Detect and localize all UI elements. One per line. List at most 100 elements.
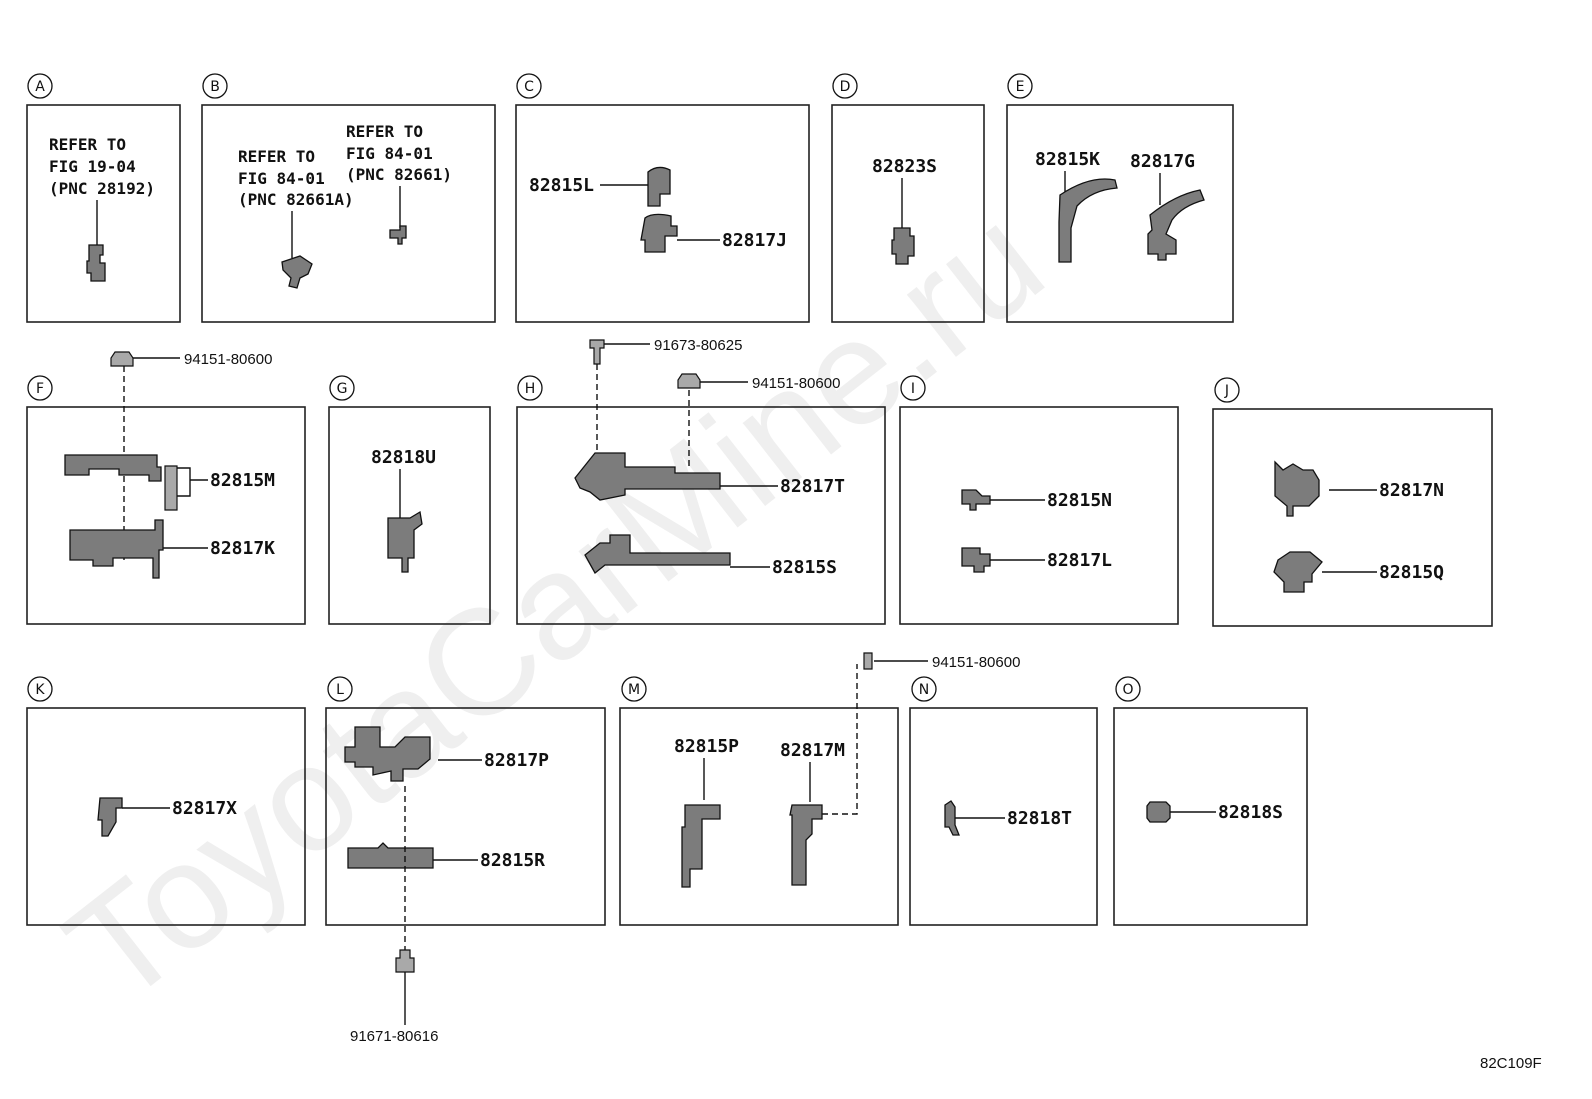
part-label-82817N: 82817N bbox=[1379, 480, 1444, 501]
panel-b-badge bbox=[202, 73, 228, 99]
panel-h-badge bbox=[517, 375, 543, 401]
panel-b-ref-right-line2: FIG 84-01 bbox=[346, 144, 433, 163]
panel-b-ref-right-line1: REFER TO bbox=[346, 122, 423, 141]
fastener-91673-80625 bbox=[589, 339, 605, 365]
panel-b-part-left bbox=[281, 255, 313, 289]
panel-f: F 94151-80600 82815M 82817K bbox=[26, 351, 306, 625]
panel-b-ref-left-line1: REFER TO bbox=[238, 147, 315, 166]
panel-g-letter: G bbox=[337, 381, 348, 397]
panel-n-letter: N bbox=[919, 682, 929, 698]
panel-e-frame bbox=[1006, 104, 1234, 323]
panel-k-badge bbox=[27, 676, 53, 702]
part-label-82818S: 82818S bbox=[1218, 802, 1283, 823]
part-82818T bbox=[944, 800, 960, 836]
part-label-82815M: 82815M bbox=[210, 470, 275, 491]
panel-g-frame bbox=[328, 406, 491, 625]
panel-a-letter: A bbox=[35, 79, 45, 95]
panel-i-badge bbox=[900, 375, 926, 401]
panel-i-letter: I bbox=[911, 381, 915, 397]
panel-c-badge bbox=[516, 73, 542, 99]
fastener-label-f: 94151-80600 bbox=[184, 351, 272, 368]
part-82817T bbox=[574, 452, 721, 501]
panel-k-frame bbox=[26, 707, 306, 926]
part-82818U bbox=[387, 510, 423, 573]
part-82823S bbox=[891, 227, 915, 265]
part-82815S bbox=[584, 534, 731, 574]
panel-e: E 82815K 82817G bbox=[1006, 73, 1234, 323]
panel-o-frame bbox=[1113, 707, 1308, 926]
panel-b-frame bbox=[201, 104, 496, 323]
part-82817M bbox=[789, 804, 823, 886]
part-label-82818U: 82818U bbox=[371, 447, 436, 468]
panel-c: C 82815L 82817J bbox=[515, 73, 810, 323]
panel-k: K 82817X bbox=[26, 676, 306, 926]
panel-k-letter: K bbox=[35, 682, 45, 698]
panel-m-letter: M bbox=[628, 682, 640, 698]
panel-g: G 82818U bbox=[328, 375, 491, 625]
panel-a-ref-line1: REFER TO bbox=[49, 135, 126, 154]
panel-h-letter: H bbox=[525, 381, 536, 397]
part-82815P bbox=[681, 804, 721, 888]
panel-d-badge bbox=[832, 73, 858, 99]
panel-n: N 82818T bbox=[909, 676, 1098, 926]
part-label-82815L: 82815L bbox=[529, 175, 594, 196]
part-82815R bbox=[347, 842, 434, 869]
part-label-82815Q: 82815Q bbox=[1379, 562, 1444, 583]
part-82817K bbox=[69, 519, 164, 579]
panel-d-frame bbox=[831, 104, 985, 323]
part-label-82817P: 82817P bbox=[484, 750, 549, 771]
part-label-82817L: 82817L bbox=[1047, 550, 1112, 571]
part-82817J bbox=[640, 213, 678, 253]
part-label-82823S: 82823S bbox=[872, 156, 937, 177]
panel-e-letter: E bbox=[1016, 79, 1025, 95]
fastener-label-94151-h: 94151-80600 bbox=[752, 375, 840, 392]
part-label-82817T: 82817T bbox=[780, 476, 845, 497]
part-label-82817J: 82817J bbox=[722, 230, 787, 251]
part-label-82817G: 82817G bbox=[1130, 151, 1195, 172]
panel-a-frame bbox=[26, 104, 181, 323]
part-82815M bbox=[64, 454, 162, 482]
panel-n-frame bbox=[909, 707, 1098, 926]
panel-i-frame bbox=[899, 406, 1179, 625]
panel-m: M 82815P 82817M 94151-80600 bbox=[619, 652, 1020, 926]
panel-a-part bbox=[86, 244, 106, 282]
panel-j: J 82817N 82815Q bbox=[1212, 377, 1493, 627]
part-label-82815K: 82815K bbox=[1035, 149, 1100, 170]
fastener-label-91671: 91671-80616 bbox=[350, 1028, 438, 1045]
fastener-94151-80600-m bbox=[863, 652, 873, 670]
panel-m-frame bbox=[619, 707, 899, 926]
part-82817P bbox=[344, 726, 431, 782]
panel-n-badge bbox=[911, 676, 937, 702]
panel-l-letter: L bbox=[336, 682, 344, 698]
panel-f-letter: F bbox=[36, 381, 44, 397]
part-label-82817K: 82817K bbox=[210, 538, 275, 559]
part-label-82817M: 82817M bbox=[780, 740, 845, 761]
panel-a: A REFER TO FIG 19-04 (PNC 28192) bbox=[26, 73, 181, 323]
panel-d: D 82823S bbox=[831, 73, 985, 323]
panel-m-badge bbox=[621, 676, 647, 702]
panel-i: I 82815N 82817L bbox=[899, 375, 1179, 625]
dash-line-m bbox=[822, 664, 858, 815]
part-82815N bbox=[961, 489, 991, 511]
panel-d-letter: D bbox=[840, 79, 851, 95]
part-82815M-clip bbox=[164, 465, 178, 511]
fastener-91671-80616 bbox=[395, 949, 415, 973]
part-82818S bbox=[1146, 801, 1171, 823]
part-82817L bbox=[961, 547, 991, 573]
fastener-label-94151-m: 94151-80600 bbox=[932, 654, 1020, 671]
figure-code: 82C109F bbox=[1480, 1055, 1542, 1072]
panel-f-frame bbox=[26, 406, 306, 625]
panel-l-badge bbox=[327, 676, 353, 702]
panel-c-letter: C bbox=[524, 79, 534, 95]
panel-b: B REFER TO FIG 84-01 (PNC 82661A) REFER … bbox=[201, 73, 496, 323]
bracket-82815M bbox=[177, 467, 191, 497]
part-label-82815R: 82815R bbox=[480, 850, 545, 871]
part-label-82815S: 82815S bbox=[772, 557, 837, 578]
panel-h-frame bbox=[516, 406, 886, 625]
part-82815K bbox=[1058, 178, 1118, 263]
panel-o-badge bbox=[1115, 676, 1141, 702]
panel-h: H 91673-80625 94151-80600 82817T 82815S bbox=[516, 337, 886, 625]
fastener-94151-80600-h bbox=[677, 373, 701, 389]
panel-j-badge bbox=[1214, 377, 1240, 403]
